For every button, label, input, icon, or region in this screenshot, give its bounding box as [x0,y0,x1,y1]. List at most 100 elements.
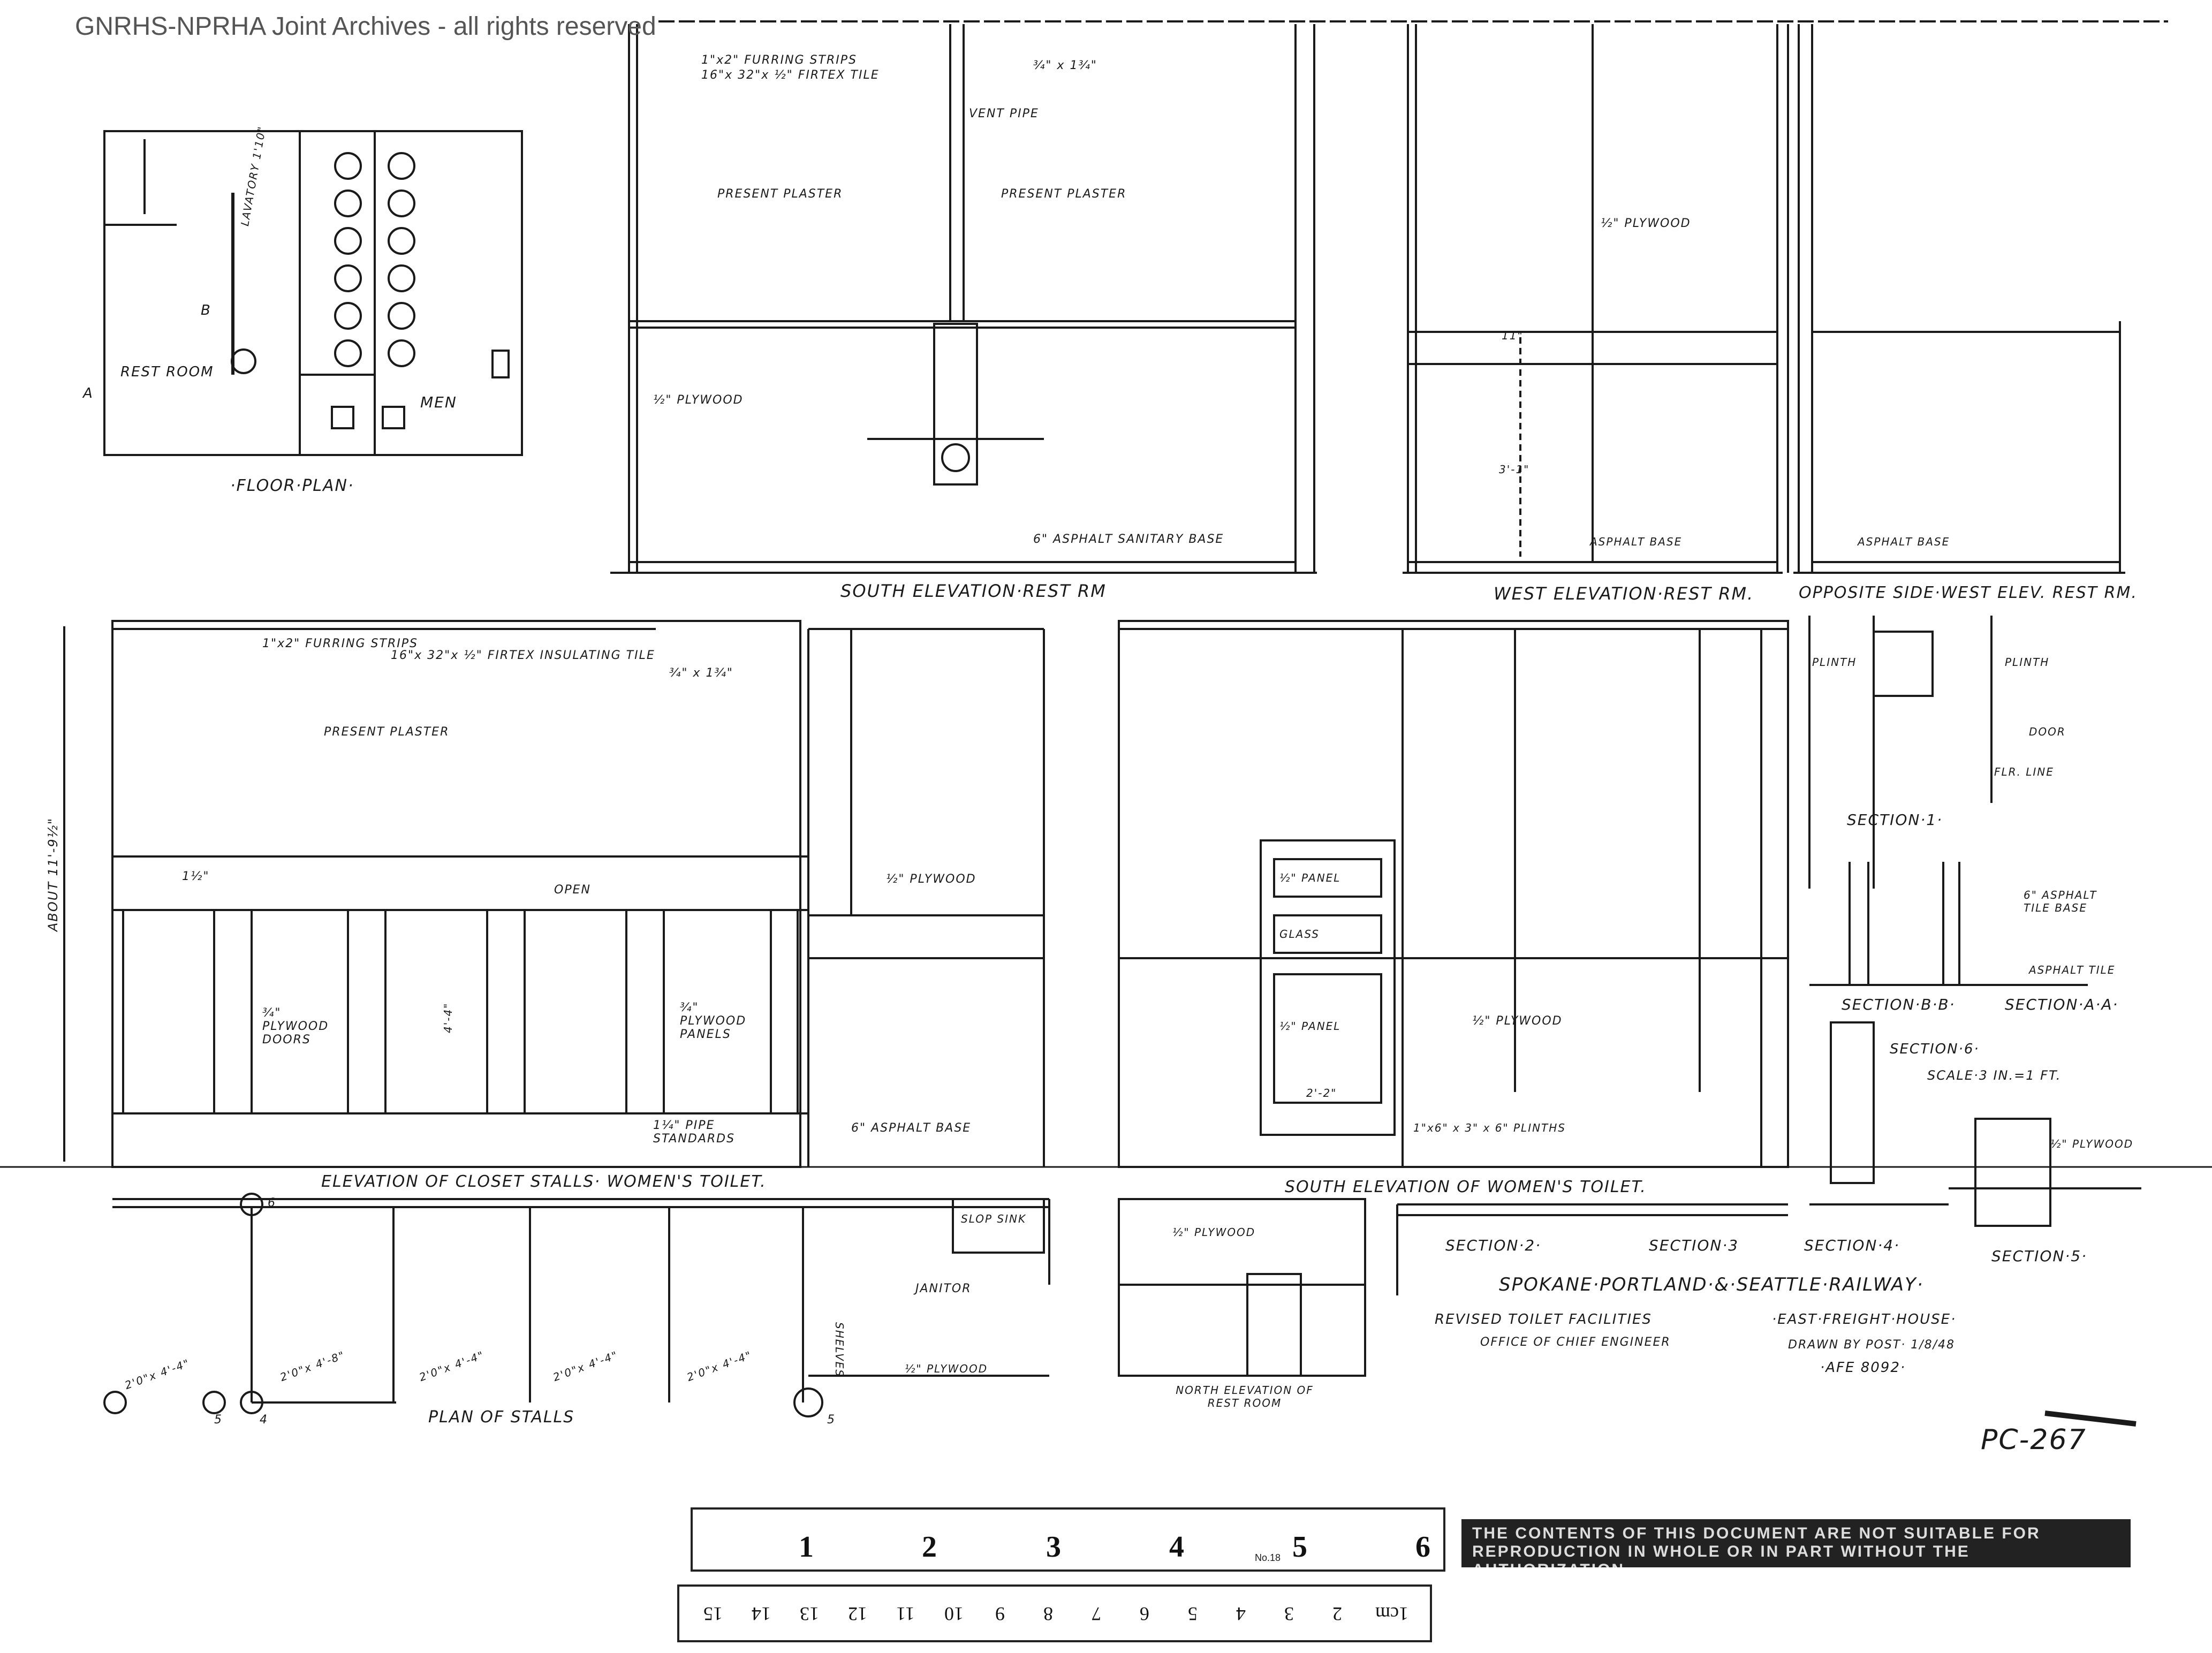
furring-note: 1"x2" FURRING STRIPS [701,54,857,67]
plinths-note: 1"x6" x 3" x 6" PLINTHS [1413,1121,1566,1134]
cm-11: 11 [896,1603,915,1625]
section-4-title: SECTION·4· [1804,1237,1900,1254]
closet-elevation-title: ELEVATION OF CLOSET STALLS· WOMEN'S TOIL… [321,1172,767,1191]
inch-3: 3 [1046,1530,1061,1564]
opposite-base-note: ASPHALT BASE [1858,535,1950,548]
slop-sink-label: SLOP SINK [961,1212,1027,1225]
lower-panel-note: ½" PANEL [1279,1020,1341,1033]
cm-ruler: 1cm 2 3 4 5 6 7 8 9 10 11 12 13 14 15 [677,1584,1432,1642]
stall-trim-note: ¾" x 1¾" [669,666,733,680]
panels-note: ¾" PLYWOOD PANELS [680,1001,747,1041]
cm-7: 7 [1092,1603,1101,1625]
section-6-title: SECTION·6· [1890,1041,1980,1057]
plinth-note-1: PLINTH [1812,656,1857,669]
south-elevation-rest-title: SOUTH ELEVATION·REST RM [840,581,1107,601]
vent-pipe-note: VENT PIPE [969,107,1039,120]
cm-2: 2 [1332,1603,1342,1625]
cm-1: 1cm [1375,1603,1408,1625]
section-3-title: SECTION·3 [1649,1237,1739,1254]
south-elevation-rest-room [610,24,1317,574]
cm-10: 10 [944,1603,964,1625]
floor-plan [103,130,523,456]
cm-12: 12 [848,1603,867,1625]
section-2-title: SECTION·2· [1445,1237,1541,1254]
section-marker-a: A [83,385,94,401]
stall-base-note: 6" ASPHALT BASE [851,1121,972,1135]
cm-5: 5 [1188,1603,1198,1625]
stall-furring-note: 1"x2" FURRING STRIPS [262,637,418,650]
section-bb-title: SECTION·B·B· [1842,996,1956,1013]
marker-6: 6 [268,1196,276,1210]
height-dimension: ABOUT 11'-9½" [46,817,60,931]
section-5-title: SECTION·5· [1991,1247,2087,1265]
opposite-elevation-title: OPPOSITE SIDE·WEST ELEV. REST RM. [1799,583,2138,602]
marker-5a: 5 [214,1413,223,1427]
railway-name: SPOKANE·PORTLAND·&·SEATTLE·RAILWAY· [1499,1274,1924,1295]
open-note: OPEN [554,883,591,897]
glass-note: GLASS [1279,928,1320,941]
plan-of-stalls-title: PLAN OF STALLS [428,1408,575,1427]
cm-6: 6 [1140,1603,1149,1625]
west-elevation-rest-room [1403,24,1789,574]
office-note: OFFICE OF CHIEF ENGINEER [1480,1336,1671,1349]
cm-14: 14 [752,1603,771,1625]
shelves-label: SHELVES [833,1322,846,1378]
inch-6: 6 [1415,1530,1430,1564]
inch-4: 4 [1169,1530,1184,1564]
section-plywood-note: ½" PLYWOOD [2050,1138,2134,1150]
afe-number: ·AFE 8092· [1820,1360,1906,1376]
stall-dim-44: 4'-4" [442,1002,454,1033]
door-dim-22: 2'-2" [1306,1087,1337,1100]
ruler-model: No.18 [1255,1552,1281,1563]
watermark: GNRHS-NPRHA Joint Archives - all rights … [75,12,656,41]
janitor-plywood-note: ½" PLYWOOD [905,1362,988,1375]
project-title: REVISED TOILET FACILITIES [1435,1311,1652,1328]
detail-sections [1396,616,2141,1295]
west-base-note: ASPHALT BASE [1590,535,1683,548]
stall-tile-note: 16"x 32"x ½" FIRTEX INSULATING TILE [391,649,655,662]
plywood-note: ½" PLYWOOD [653,393,744,407]
stall-plywood-note: ½" PLYWOOD [886,873,976,886]
cm-3: 3 [1284,1603,1294,1625]
stall-dim-1: 1½" [182,870,210,883]
floor-plan-title: ·FLOOR·PLAN· [230,476,354,495]
location-note: ·EAST·FREIGHT·HOUSE· [1772,1311,1957,1328]
plan-of-stalls [103,1193,1050,1417]
inch-5: 5 [1292,1530,1307,1564]
west-dim-11: 11" [1502,329,1524,342]
rest-room-label: REST ROOM [120,364,214,380]
marker-5b: 5 [827,1413,836,1427]
section-1-title: SECTION·1· [1847,811,1943,829]
marker-4: 4 [260,1413,268,1427]
inch-2: 2 [922,1530,937,1564]
floor-line-note: FLR. LINE [1994,765,2054,778]
closet-stalls-elevation [0,620,2212,1168]
plinth-note-2: PLINTH [2005,656,2050,669]
stall-plaster-note: PRESENT PLASTER [324,725,450,739]
asphalt-tile-note: ASPHALT TILE [2029,964,2116,976]
north-plywood-note: ½" PLYWOOD [1172,1226,1256,1239]
womens-plywood-note: ½" PLYWOOD [1472,1014,1563,1028]
reproduction-stamp: THE CONTENTS OF THIS DOCUMENT ARE NOT SU… [1461,1519,2131,1567]
opposite-side-elevation [1793,24,2125,574]
upper-panel-note: ½" PANEL [1279,871,1341,884]
section-aa-title: SECTION·A·A· [2005,996,2119,1013]
womens-elevation-title: SOUTH ELEVATION OF WOMEN'S TOILET. [1285,1178,1647,1196]
inch-1: 1 [799,1530,814,1564]
trim-note: ¾" x 1¾" [1033,59,1097,72]
cm-13: 13 [800,1603,819,1625]
west-elevation-title: WEST ELEVATION·REST RM. [1494,583,1754,604]
scale-note: SCALE·3 IN.=1 FT. [1927,1068,2062,1083]
cm-9: 9 [995,1603,1005,1625]
west-dim-3: 3'-1" [1499,463,1530,476]
sheet-number: PC-267 [1981,1424,2087,1456]
north-elevation-rest-room [1118,1198,1366,1377]
doors-note: ¾" PLYWOOD DOORS [262,1006,329,1047]
cm-4: 4 [1236,1603,1246,1625]
inch-ruler: 1 2 3 4 5 6 No.18 [691,1507,1445,1572]
tile-note: 16"x 32"x ½" FIRTEX TILE [701,69,880,82]
plaster-note-left: PRESENT PLASTER [717,187,843,201]
cm-8: 8 [1043,1603,1053,1625]
janitor-label: JANITOR [915,1282,972,1295]
drawn-by-note: DRAWN BY POST· 1/8/48 [1788,1338,1956,1352]
